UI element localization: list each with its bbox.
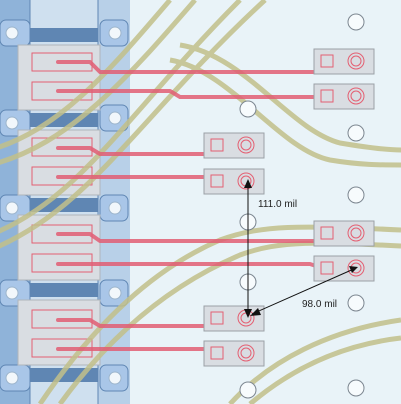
measurement-vertical-label: 111.0 mil bbox=[258, 199, 297, 210]
measurement-diagonal[interactable]: 98.0 mil bbox=[250, 266, 358, 316]
measurement-diagonal-label: 98.0 mil bbox=[302, 299, 337, 310]
connector-pads bbox=[17, 44, 101, 366]
component-pads bbox=[203, 48, 375, 367]
via-circle-icon[interactable] bbox=[239, 13, 365, 399]
measurement-vertical[interactable]: 111.0 mil bbox=[244, 179, 302, 318]
